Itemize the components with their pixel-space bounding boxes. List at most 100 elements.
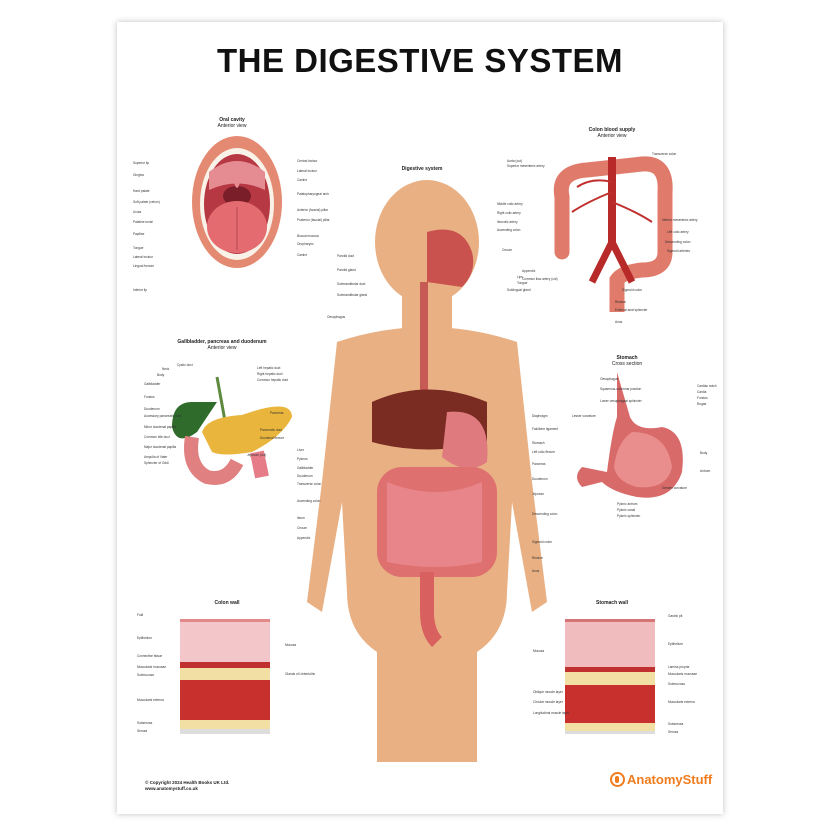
label: Fold bbox=[137, 613, 144, 617]
label: Cardiac notch bbox=[697, 384, 717, 388]
label: Mucosa bbox=[285, 643, 297, 647]
label: Fundus bbox=[144, 395, 155, 399]
label: Cardia bbox=[697, 390, 707, 394]
label: Oropharynx bbox=[297, 242, 314, 246]
copyright: © Copyright 2024 Health Books UK Ltd. bbox=[145, 780, 230, 785]
gallbladder-panel: Gallbladder, pancreas and duodenum Anter… bbox=[132, 337, 312, 497]
label: Epithelium bbox=[137, 636, 152, 640]
oral-cavity-title: Oral cavity Anterior view bbox=[217, 117, 247, 129]
label: Oblique muscle layer bbox=[533, 690, 563, 694]
label: Jejunum bbox=[532, 492, 545, 496]
label: Mucosa bbox=[533, 649, 545, 653]
label: Gastric pit bbox=[668, 614, 683, 618]
label: Oesophagus bbox=[600, 377, 619, 381]
label: Muscularis externa bbox=[137, 698, 164, 702]
label: Lesser curvature bbox=[572, 414, 596, 418]
label: Connective tissue bbox=[137, 654, 163, 658]
label: Serosa bbox=[668, 730, 679, 734]
stomach-panel: Stomach Cross section Oesophagus Squamou… bbox=[572, 352, 722, 532]
website-link[interactable]: www.anatomystuff.co.uk bbox=[145, 786, 198, 791]
label: Submucosa bbox=[137, 673, 154, 677]
label: Squamous-columnar junction bbox=[600, 387, 642, 391]
label: Sublingual gland bbox=[507, 288, 531, 292]
label: Pancreatic duct bbox=[260, 428, 282, 432]
label: Aorta (cut) bbox=[507, 159, 522, 163]
label: External anal sphincter bbox=[615, 308, 648, 312]
label: Pyloric canal bbox=[617, 508, 636, 512]
label: Transverse colon bbox=[297, 482, 322, 486]
label: Stomach bbox=[532, 441, 545, 445]
label: Anus bbox=[532, 569, 540, 573]
label: Body bbox=[700, 451, 708, 455]
label: Lingual frenum bbox=[133, 264, 155, 268]
stomach-illustration bbox=[577, 372, 683, 498]
label: Right colic artery bbox=[497, 211, 521, 215]
label: Common iliac artery (cut) bbox=[522, 277, 558, 281]
label: Appendix bbox=[522, 269, 536, 273]
label: Superior lip bbox=[133, 161, 150, 165]
colon-blood-supply-illustration bbox=[553, 156, 673, 312]
label: Duodenum bbox=[297, 474, 313, 478]
label: Palatopharyngeal arch bbox=[297, 192, 329, 196]
label: Inferior mesenteric artery bbox=[662, 218, 698, 222]
poster: THE DIGESTIVE SYSTEM Oral cavity Anterio… bbox=[117, 22, 723, 814]
label: Hard palate bbox=[133, 189, 150, 193]
label: Serosa bbox=[137, 729, 148, 733]
label: Sigmoid colon bbox=[622, 288, 643, 292]
label: Pancreas bbox=[270, 411, 284, 415]
label: Lips bbox=[517, 275, 523, 279]
label: Anterior (faucial) pillar bbox=[297, 208, 329, 212]
stomach-wall-illustration bbox=[565, 619, 655, 734]
label: Rectum bbox=[615, 300, 626, 304]
label: Canine bbox=[297, 253, 308, 257]
label: Anus bbox=[615, 320, 623, 324]
colon-wall-title: Colon wall bbox=[214, 600, 240, 606]
label: Pylorus bbox=[297, 457, 308, 461]
label: Duodenum bbox=[532, 477, 548, 481]
colon-wall-panel: Colon wall Fold Epithelium Connective ti… bbox=[137, 597, 317, 737]
label: Superior mesenteric artery bbox=[507, 164, 545, 168]
label: Lateral incisor bbox=[297, 169, 317, 173]
label: Ascending colon bbox=[297, 499, 321, 503]
label: Transverse colon bbox=[652, 152, 677, 156]
digestive-system-panel: Digestive system Parotid duct Parotid gl… bbox=[267, 162, 587, 762]
label: Tongue bbox=[517, 281, 528, 285]
label: Cecum bbox=[297, 526, 308, 530]
label: Pancreas bbox=[532, 462, 546, 466]
stomach-title: Stomach Cross section bbox=[611, 355, 643, 367]
label: Middle colic artery bbox=[497, 202, 523, 206]
gallbladder-title: Gallbladder, pancreas and duodenum Anter… bbox=[177, 339, 267, 351]
label: Jejunum (cut) bbox=[247, 453, 267, 457]
label: Descending colon bbox=[665, 240, 691, 244]
label: Minor duodenal papilla bbox=[144, 425, 177, 429]
label: Rugae bbox=[697, 402, 707, 406]
body-illustration bbox=[307, 180, 547, 762]
label: Tongue bbox=[133, 246, 144, 250]
label: Descending colon bbox=[532, 512, 558, 516]
label: Right hepatic duct bbox=[257, 372, 283, 376]
label: Epithelium bbox=[668, 642, 683, 646]
label: Canine bbox=[297, 178, 308, 182]
label: Rectum bbox=[532, 556, 543, 560]
label: Buccal mucosa bbox=[297, 234, 319, 238]
label: Parotid duct bbox=[337, 254, 355, 258]
label: Left hepatic duct bbox=[257, 366, 281, 370]
label: Sigmoid arteries bbox=[667, 249, 691, 253]
label: Subserosa bbox=[137, 721, 153, 725]
footer: © Copyright 2024 Health Books UK Ltd. ww… bbox=[145, 780, 229, 792]
stomach-wall-title: Stomach wall bbox=[596, 600, 628, 606]
label: Uvula bbox=[133, 210, 142, 214]
label: Ileocolic artery bbox=[497, 220, 518, 224]
label: Cystic duct bbox=[177, 363, 193, 367]
label: Major duodenal papilla bbox=[144, 445, 177, 449]
label: Central incisor bbox=[297, 159, 318, 163]
label: Muscularis mucosae bbox=[137, 665, 167, 669]
poster-title: THE DIGESTIVE SYSTEM bbox=[216, 42, 624, 79]
label: Palatine tonsil bbox=[133, 220, 153, 224]
label: Antrum bbox=[700, 469, 711, 473]
label: Duodenum bbox=[144, 407, 160, 411]
colon-wall-illustration bbox=[180, 619, 270, 734]
colon-blood-supply-title: Colon blood supply Anterior view bbox=[588, 127, 636, 139]
label: Left colic artery bbox=[667, 230, 689, 234]
label: Neck bbox=[162, 367, 170, 371]
